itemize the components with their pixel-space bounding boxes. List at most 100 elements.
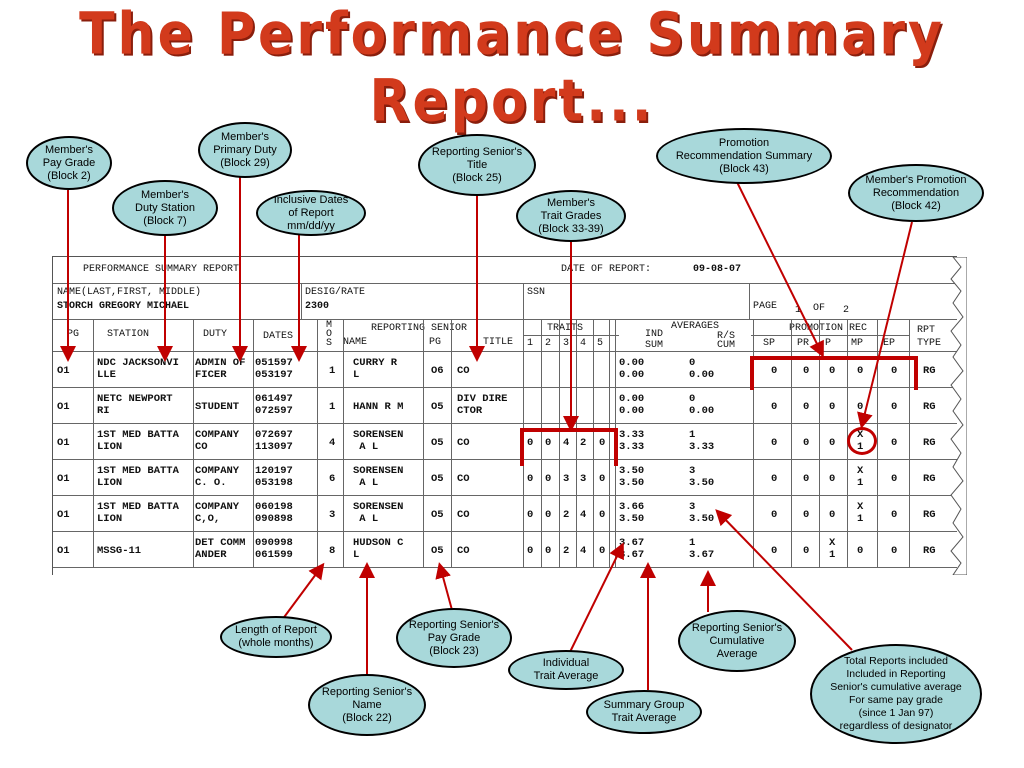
callout-summary-trait: Summary Group Trait Average <box>586 690 702 734</box>
cell-station: 1ST MED BATTA LION <box>97 429 179 453</box>
promotion-summary-highlight <box>750 356 918 390</box>
cell-ind: 3.33 3.33 <box>619 429 645 453</box>
cell-mp: 0 <box>857 545 864 557</box>
col-ep: EP <box>883 338 896 349</box>
cell-title: CO <box>457 545 470 557</box>
cell-p: 0 <box>829 365 836 377</box>
page-number: 1 <box>795 305 802 316</box>
cell-sp: 0 <box>771 401 778 413</box>
cell-p: 0 <box>829 473 836 485</box>
cell-title: DIV DIRE CTOR <box>457 393 508 417</box>
callout-length: Length of Report (whole months) <box>220 616 332 658</box>
col-traits: TRAITS <box>547 323 584 334</box>
cell-dates: 090998 061599 <box>255 537 293 561</box>
cell-ep: 0 <box>891 473 898 485</box>
cell-t3: 2 <box>563 509 570 521</box>
cell-pr: 0 <box>803 509 810 521</box>
cell-mos: 6 <box>329 473 336 485</box>
cell-mos: 1 <box>329 401 336 413</box>
col-name: NAME <box>343 337 368 348</box>
cell-ep: 0 <box>891 401 898 413</box>
row-divider <box>53 387 957 388</box>
cell-rs-pg: O5 <box>431 401 444 413</box>
column-divider <box>193 319 194 567</box>
row-divider <box>53 567 957 568</box>
cell-pg: O1 <box>57 473 70 485</box>
cell-t2: 0 <box>545 437 552 449</box>
cell-duty: DET COMM ANDER <box>195 537 246 561</box>
cell-ind: 3.66 3.50 <box>619 501 645 525</box>
cell-type: RG <box>923 401 936 413</box>
ssn-label: SSN <box>527 287 546 298</box>
desig-label: DESIG/RATE <box>305 287 366 298</box>
col-sp: SP <box>763 338 776 349</box>
cell-t3: 4 <box>563 437 570 449</box>
cell-t4: 2 <box>580 437 587 449</box>
cell-title: CO <box>457 437 470 449</box>
cell-duty: COMPANY C,O, <box>195 501 240 525</box>
cell-dates: 051597 053197 <box>255 357 293 381</box>
cell-t5: 0 <box>599 437 606 449</box>
cell-p: 0 <box>829 437 836 449</box>
col-averages: AVERAGES <box>671 321 720 332</box>
col-pr: PR <box>797 338 810 349</box>
column-divider <box>791 319 792 567</box>
cell-pr: 0 <box>803 473 810 485</box>
cell-duty: STUDENT <box>195 401 240 413</box>
cell-type: RG <box>923 473 936 485</box>
cell-name: CURRY R L <box>353 357 398 381</box>
cell-type: RG <box>923 437 936 449</box>
callout-promo-summary: Promotion Recommendation Summary (Block … <box>656 128 832 184</box>
cell-rs-pg: O5 <box>431 509 444 521</box>
cell-rs: 1 3.67 <box>689 537 715 561</box>
cell-name: SORENSEN A L <box>353 429 404 453</box>
cell-pr: 0 <box>803 545 810 557</box>
arrow-rs-pay-grade <box>435 562 453 611</box>
cell-mos: 8 <box>329 545 336 557</box>
cell-duty: ADMIN OF FICER <box>195 357 246 381</box>
column-divider <box>909 319 910 567</box>
cell-dates: 072697 113097 <box>255 429 293 453</box>
column-divider <box>423 319 424 567</box>
cell-sp: 0 <box>771 437 778 449</box>
page-total: 2 <box>843 305 850 316</box>
col-cum: CUM <box>717 340 736 351</box>
col-sum: SUM <box>645 340 664 351</box>
callout-inclusive-dates: Inclusive Dates of Report mm/dd/yy <box>256 190 366 236</box>
cell-t3: 2 <box>563 545 570 557</box>
column-divider <box>559 319 560 567</box>
callout-primary-duty: Member's Primary Duty (Block 29) <box>198 122 292 178</box>
cell-mos: 3 <box>329 509 336 521</box>
col-reporting-senior: REPORTING SENIOR <box>371 323 468 334</box>
column-divider <box>576 319 577 567</box>
arrow-total-reports <box>715 509 853 651</box>
column-divider <box>541 319 542 567</box>
cell-sp: 0 <box>771 473 778 485</box>
cell-name: HUDSON C L <box>353 537 404 561</box>
cell-t1: 0 <box>527 437 534 449</box>
cell-rs-pg: O6 <box>431 365 444 377</box>
callout-rs-pay-grade: Reporting Senior's Pay Grade (Block 23) <box>396 608 512 668</box>
cell-station: MSSG-11 <box>97 545 142 557</box>
cell-name: SORENSEN A L <box>353 465 404 489</box>
column-divider <box>877 319 878 567</box>
cell-pg: O1 <box>57 437 70 449</box>
date-of-report-label: DATE OF REPORT: <box>561 264 652 275</box>
cell-mp: 0 <box>857 401 864 413</box>
column-divider <box>253 319 254 567</box>
report-header-title: PERFORMANCE SUMMARY REPORT <box>83 264 240 275</box>
cell-rs: 0 0.00 <box>689 393 715 417</box>
cell-type: RG <box>923 545 936 557</box>
cell-dates: 060198 090898 <box>255 501 293 525</box>
cell-title: CO <box>457 473 470 485</box>
col-type: TYPE <box>917 338 942 349</box>
performance-summary-report: PERFORMANCE SUMMARY REPORT DATE OF REPOR… <box>52 256 967 575</box>
col-station: STATION <box>107 329 150 340</box>
cell-pr: 0 <box>803 365 810 377</box>
callout-member-promo: Member's Promotion Recommendation (Block… <box>848 164 984 222</box>
member-name: STORCH GREGORY MICHAEL <box>57 301 190 312</box>
cell-dates: 120197 053198 <box>255 465 293 489</box>
cell-rs-pg: O5 <box>431 473 444 485</box>
page-of-label: OF <box>813 303 826 314</box>
